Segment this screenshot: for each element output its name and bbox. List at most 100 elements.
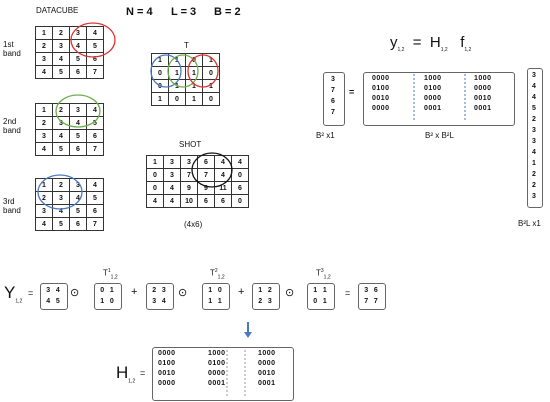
h-block-1-entry: 0000: [372, 105, 390, 112]
f-vector-entry: 4: [532, 83, 536, 90]
band3-cell: 5: [52, 217, 70, 231]
t3-label: T31,2: [316, 268, 331, 281]
m2-bracket: [146, 283, 174, 310]
band1-cell: 7: [86, 65, 104, 79]
f-vector-entry: 5: [532, 105, 536, 112]
hbottom-block-1-entry: 0100: [158, 360, 176, 367]
m3-row: 2 3: [258, 298, 272, 305]
odot-3: ⊙: [285, 287, 295, 299]
y-vector-entry: 3: [331, 76, 335, 83]
f-vector-entry: 3: [532, 193, 536, 200]
t-cell: 0: [202, 92, 220, 106]
eq1: y1,2 = H1,2 f1,2: [390, 34, 472, 53]
t3-row: 1 1: [313, 287, 327, 294]
f-vector-entry: 2: [532, 182, 536, 189]
t-label: T: [184, 41, 189, 50]
y-vector-bracket: [323, 72, 345, 126]
odot-1: ⊙: [70, 287, 80, 299]
b-param: B = 2: [214, 6, 241, 18]
t-cell: 0: [168, 92, 186, 106]
down-arrow-icon: [244, 332, 252, 338]
hbottom-block-1-entry: 0010: [158, 370, 176, 377]
f-vector-entry: 2: [532, 116, 536, 123]
band1-circle: [70, 22, 116, 58]
h-block-3-entry: 0001: [474, 105, 492, 112]
m1-bracket: [40, 283, 68, 310]
t2-label: T21,2: [210, 268, 225, 281]
hbottom-bracket: [152, 347, 294, 401]
result-row: 3 6: [364, 287, 378, 294]
h-dims: B² x B²L: [425, 131, 454, 140]
hbottom-block-2-entry: 1000: [208, 350, 226, 357]
h-block-2-entry: 1000: [424, 75, 442, 82]
n-param: N = 4: [126, 6, 153, 18]
m3-bracket: [252, 283, 280, 310]
m2-row: 3 4: [152, 298, 166, 305]
hbottom-block-1-entry: 0000: [158, 350, 176, 357]
h-block-3-entry: 0010: [474, 95, 492, 102]
f-dims: B²L x1: [518, 219, 541, 228]
t2-bracket: [202, 283, 230, 310]
y-dims: B² x1: [316, 131, 335, 140]
eq2-Y: Y1,2: [4, 283, 23, 305]
band3-circle: [37, 174, 83, 210]
m1-row: 3 4: [46, 287, 60, 294]
eq1-equals: =: [349, 87, 355, 97]
t1-row: 1 0: [100, 298, 114, 305]
band3-cell: 5: [86, 191, 104, 205]
shot-circle: [191, 152, 233, 188]
eq2-equals-1: =: [28, 288, 34, 298]
m1-row: 4 5: [46, 298, 60, 305]
t-red-circle: [187, 54, 219, 88]
m1-matrix: 3 4 4 5: [40, 285, 66, 307]
f-vector-entry: 3: [532, 72, 536, 79]
h-block-3-entry: 1000: [474, 75, 492, 82]
f-vector-entry: 3: [532, 127, 536, 134]
shot-label: SHOT: [179, 140, 202, 149]
plus-1: +: [131, 286, 138, 298]
h-block-2-entry: 0000: [424, 95, 442, 102]
t-green-circle: [167, 54, 199, 88]
h-block-1-entry: 0000: [372, 75, 390, 82]
h-block-2-entry: 0100: [424, 85, 442, 92]
h-matrix-bracket: [363, 72, 515, 126]
band2-cell: 6: [69, 142, 87, 156]
odot-2: ⊙: [178, 287, 188, 299]
result-row: 7 7: [364, 298, 378, 305]
h-block-1-entry: 0100: [372, 85, 390, 92]
f-vector-entry: 3: [532, 138, 536, 145]
shot-cell: 4: [231, 155, 249, 169]
f-vector-entry: 2: [532, 171, 536, 178]
shot-cell: 6: [214, 194, 232, 208]
l-param: L = 3: [171, 6, 197, 18]
y-vector-entry: 7: [331, 87, 335, 94]
band2-circle: [55, 94, 101, 128]
band2-cell: 7: [86, 142, 104, 156]
f-vector-entry: 4: [532, 94, 536, 101]
shot-cell: 0: [231, 194, 249, 208]
